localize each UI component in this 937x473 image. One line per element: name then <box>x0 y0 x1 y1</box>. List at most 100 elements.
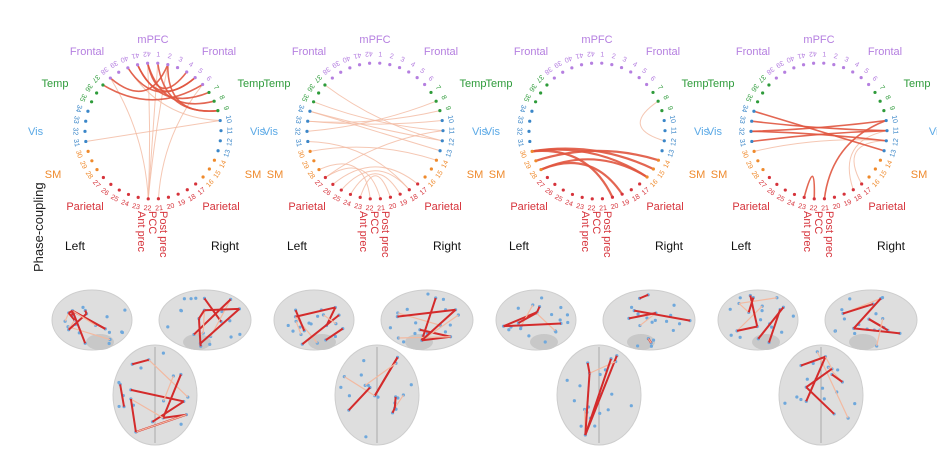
node-label: 1 <box>822 52 826 59</box>
node-label: 33 <box>738 115 746 124</box>
node-label: 4 <box>187 61 194 69</box>
node-6 <box>645 82 649 87</box>
brain-node <box>758 318 763 322</box>
node-label: 10 <box>446 115 454 124</box>
label-post-prec: Post prec <box>823 211 835 258</box>
node-7 <box>207 90 211 95</box>
node-24 <box>126 192 131 197</box>
weak-edge <box>340 170 410 191</box>
node-41 <box>357 63 362 67</box>
brain-node <box>543 340 547 344</box>
brain-node <box>848 297 852 301</box>
node-35 <box>89 100 94 104</box>
node-37 <box>545 83 549 87</box>
node-33 <box>750 119 754 123</box>
brain-edge <box>204 307 240 312</box>
label-parietal-left: Parietal <box>510 201 547 213</box>
node-19 <box>620 192 624 196</box>
weak-edge <box>332 166 418 185</box>
node-label: 22 <box>809 205 817 213</box>
brain-edge <box>129 398 137 433</box>
brain-node <box>811 361 815 365</box>
node-8 <box>212 99 216 103</box>
brain-edge <box>800 355 826 367</box>
label-mpfc: mPFC <box>581 34 612 46</box>
brain-node <box>606 408 610 412</box>
node-3 <box>619 65 624 70</box>
node-18 <box>407 188 411 192</box>
node-label: 2 <box>167 53 172 61</box>
label-parietal-left: Parietal <box>66 201 103 213</box>
node-label: 12 <box>226 138 234 147</box>
brain-edge <box>119 384 125 407</box>
node-label: 31 <box>516 139 524 148</box>
node-label: 15 <box>213 169 223 179</box>
node-label: 9 <box>888 105 896 111</box>
brain-edge <box>130 388 185 403</box>
node-36 <box>317 91 321 95</box>
brain-node <box>519 327 523 331</box>
brain-edge <box>805 356 827 402</box>
node-10 <box>440 118 444 123</box>
node-label: 6 <box>205 75 213 83</box>
brain-node <box>376 395 380 399</box>
node-label: 19 <box>399 199 409 208</box>
brain-node <box>650 320 654 324</box>
node-40 <box>348 66 352 70</box>
node-label: 14 <box>885 159 895 169</box>
node-21 <box>378 197 383 201</box>
brain-node <box>291 329 295 333</box>
node-26 <box>331 182 335 186</box>
node-label: 38 <box>765 65 776 75</box>
node-label: 7 <box>434 84 442 91</box>
label-sm-left: SM <box>45 169 62 181</box>
brain-edge <box>536 306 541 313</box>
brain-node <box>316 314 320 318</box>
brain-right-lateral <box>380 289 474 351</box>
cerebellum <box>752 334 780 350</box>
node-42 <box>811 61 816 65</box>
node-label: 2 <box>833 53 838 61</box>
brain-node <box>238 332 242 336</box>
brain-node <box>182 297 186 301</box>
node-label: 26 <box>765 187 776 197</box>
node-label: 18 <box>853 193 863 203</box>
node-label: 12 <box>670 138 678 147</box>
node-label: 27 <box>91 179 102 190</box>
node-22 <box>590 197 594 201</box>
node-label: 20 <box>832 203 841 212</box>
node-label: 20 <box>610 203 619 212</box>
node-3 <box>175 65 180 70</box>
brain-edge <box>393 396 397 409</box>
node-label: 21 <box>599 205 607 213</box>
node-label: 35 <box>300 92 310 102</box>
brain-edge <box>421 309 457 342</box>
brain-node <box>738 335 742 339</box>
node-label: 10 <box>224 115 232 124</box>
brain-node <box>593 424 597 428</box>
brain-node <box>402 340 406 344</box>
brain-node <box>426 292 430 296</box>
node-14 <box>212 158 217 162</box>
brain-left-lateral <box>51 289 133 351</box>
node-label: 26 <box>543 187 554 197</box>
node-label: 14 <box>441 159 451 169</box>
node-label: 3 <box>177 56 183 64</box>
node-11 <box>441 129 445 133</box>
label-vis-left: Vis <box>28 126 44 138</box>
brain-node <box>166 325 170 329</box>
brain-node <box>598 411 602 415</box>
node-label: 19 <box>621 199 631 208</box>
node-28 <box>539 167 543 172</box>
brain-node <box>728 307 732 311</box>
node-9 <box>882 109 886 113</box>
brain-edge <box>67 326 111 341</box>
node-5 <box>193 76 197 80</box>
node-18 <box>851 188 855 192</box>
brain-node <box>664 319 669 323</box>
node-16 <box>867 175 871 179</box>
brain-node <box>228 319 232 323</box>
weak-edge <box>318 163 371 199</box>
node-label: 37 <box>534 73 544 84</box>
label-ant-prec: Ant prec <box>801 211 813 252</box>
